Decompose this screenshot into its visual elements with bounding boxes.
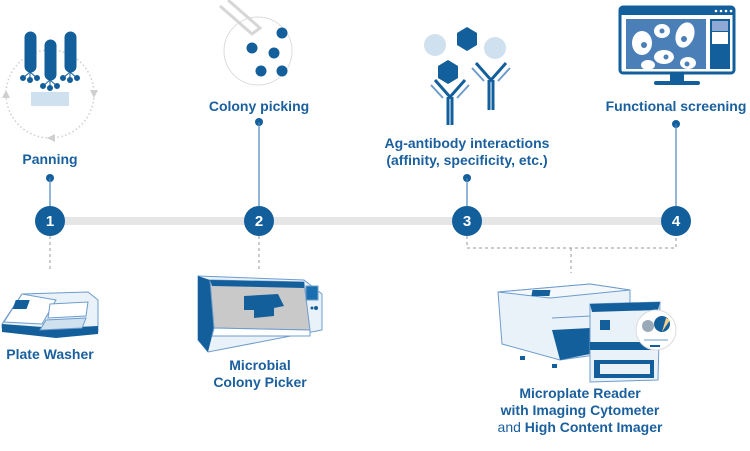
step-4-badge: 4 [661,206,691,236]
step-3-label-line1: Ag-antibody interactions [384,135,550,151]
step-2-badge: 2 [244,206,274,236]
instrument-3-label-line1: Microplate Reader [519,385,641,401]
colony-picker-icon [197,275,323,353]
instrument-1-label: Plate Washer [6,346,94,362]
step-2-label: Colony picking [208,98,310,114]
step-3-label-line2: (affinity, specificity, etc.) [386,152,548,168]
dashed-bracket-3-4 [466,236,677,273]
instrument-3-label-line2: with Imaging Cytometer [500,402,660,418]
instrument-2-label-line2: Colony Picker [213,374,307,390]
monitor-cells-icon [618,5,736,85]
instrument-3-label-bold: High Content Imager [524,419,663,435]
petri-dish-icon [219,0,293,86]
step-4-label: Functional screening [605,98,747,114]
step-1-label: Panning [22,151,78,167]
step-1-badge: 1 [35,206,65,236]
instrument-2-label: Microbial Colony Picker [200,357,320,391]
timeline-bar [50,217,678,225]
instrument-3-label-line3: and High Content Imager [482,419,678,436]
antibody-antigen-icon [424,27,511,125]
step-number: 2 [254,212,264,230]
panning-cycle-icon [2,31,98,142]
step-3-badge: 3 [452,206,482,236]
step-number: 1 [45,212,55,230]
plate-washer-icon [1,291,99,338]
microplate-reader-icon [497,283,677,383]
instrument-3-label-prefix: and [497,419,521,435]
step-number: 3 [462,212,472,230]
instrument-2-label-line1: Microbial [229,357,291,373]
step-number: 4 [671,212,681,230]
step-3-label: Ag-antibody interactions (affinity, spec… [357,135,577,169]
instrument-3-label: Microplate Reader with Imaging Cytometer… [482,385,678,436]
